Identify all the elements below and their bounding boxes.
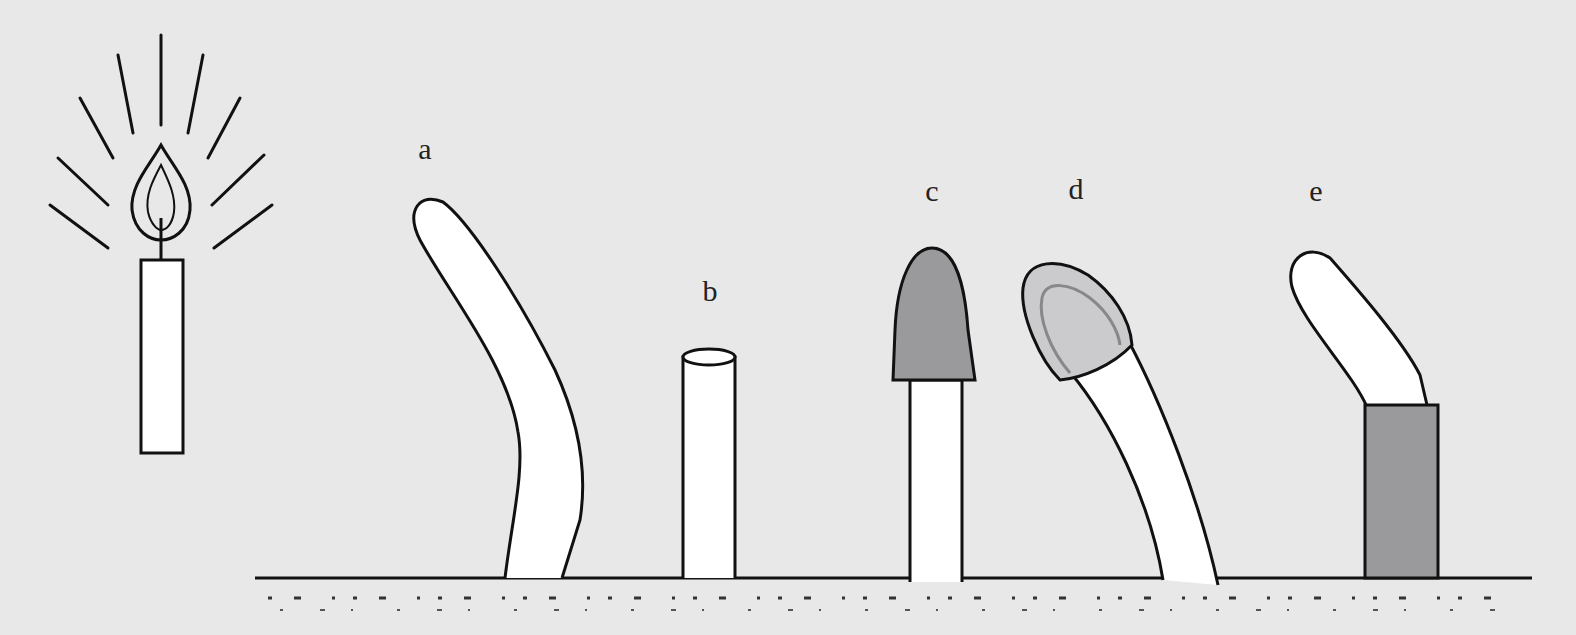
panel-letter: b xyxy=(703,276,718,306)
coleoptile-d xyxy=(1023,264,1218,585)
coleoptile-e xyxy=(1291,252,1438,578)
candle xyxy=(132,145,190,453)
coleoptile-b xyxy=(683,349,735,578)
panel-letter: a xyxy=(418,134,431,164)
coleoptile-c xyxy=(893,248,975,582)
coleoptile-a xyxy=(414,199,583,578)
panel-letter: d xyxy=(1069,174,1084,204)
soil xyxy=(255,578,1532,610)
panel-letter: c xyxy=(925,176,938,206)
light-rays xyxy=(50,35,272,248)
panel-letter: e xyxy=(1309,176,1322,206)
